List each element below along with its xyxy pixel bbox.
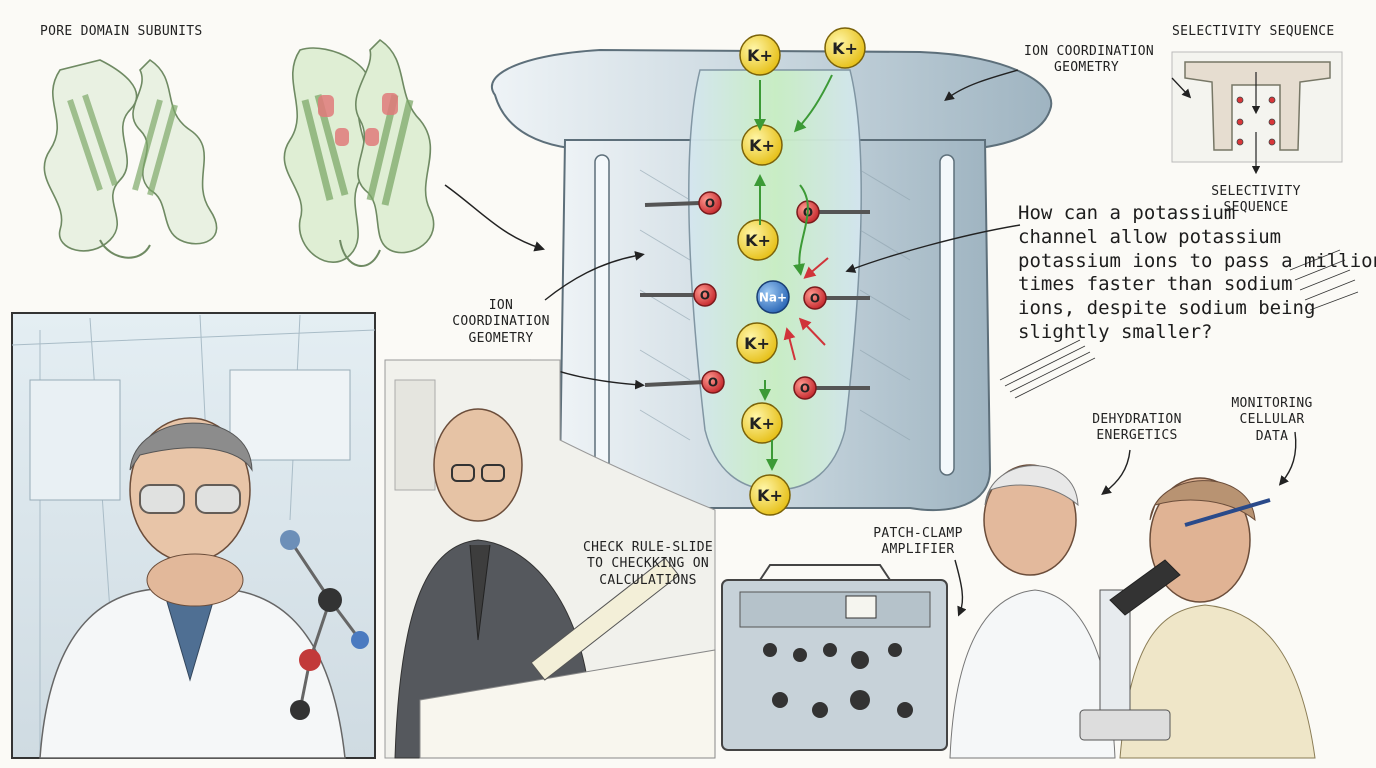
oxygen-atom: O [698, 191, 722, 215]
oxygen-atom: O [701, 370, 725, 394]
selectivity-sequence-label-bottom: SELECTIVITY SEQUENCE [1211, 184, 1301, 216]
oxygen-atom: O [803, 286, 827, 310]
pore-domain-label: PORE DOMAIN SUBUNITS [40, 24, 203, 39]
decorative-hatching [999, 249, 1359, 399]
question-line: channel allow potassium [1018, 225, 1282, 248]
potassium-ion: K+ [824, 27, 866, 69]
ion-coordination-label-left: ION COORDINATION GEOMETRY [452, 298, 550, 346]
potassium-ion: K+ [736, 322, 778, 364]
ion-flow-arrows [754, 74, 833, 471]
ion-label: K+ [744, 334, 770, 353]
ion-label: K+ [757, 486, 783, 505]
question-line: ions, despite sodium being [1018, 297, 1316, 319]
monitoring-label: MONITORING CELLULAR DATA [1231, 396, 1313, 444]
potassium-ion: K+ [741, 402, 783, 444]
selectivity-inset [1171, 51, 1343, 175]
ion-label: K+ [749, 136, 775, 155]
patch-clamp-scene [721, 464, 1316, 759]
dehydration-label: DEHYDRATION ENERGETICS [1092, 412, 1182, 444]
ion-label: O [700, 288, 710, 302]
pore-domain-structure-left [43, 58, 218, 259]
scientist-panel-left [11, 312, 376, 759]
ion-label: K+ [747, 46, 773, 65]
potassium-ion: K+ [749, 474, 791, 516]
question-line: times faster than sodium [1018, 273, 1293, 296]
research-question: How can a potassium channel allow potass… [1018, 202, 1376, 345]
ion-label: Na+ [759, 290, 787, 304]
potassium-channel [490, 48, 1053, 512]
ion-label: K+ [832, 39, 858, 58]
patch-clamp-label: PATCH-CLAMP AMPLIFIER [873, 526, 963, 558]
oxygen-atom: O [693, 283, 717, 307]
selectivity-sequence-label-top: SELECTIVITY SEQUENCE [1172, 24, 1335, 39]
ion-label: O [708, 375, 718, 389]
question-line: potassium ions to pass a million [1018, 249, 1376, 272]
sodium-ion: Na+ [756, 280, 790, 314]
potassium-ion: K+ [741, 124, 783, 166]
structure-to-channel-arrow [444, 184, 545, 252]
potassium-ion: K+ [737, 219, 779, 261]
coordination-oxygens [640, 201, 870, 390]
ion-coordination-label-top: ION COORDINATION GEOMETRY [1024, 44, 1155, 76]
ion-label: O [705, 196, 715, 210]
ion-label: K+ [749, 414, 775, 433]
pore-domain-structure-right [283, 38, 435, 267]
question-line: slightly smaller? [1018, 320, 1213, 343]
scientist-panel-center [384, 359, 716, 759]
oxygen-atom: O [793, 376, 817, 400]
ion-label: O [810, 291, 820, 305]
ion-label: K+ [745, 231, 771, 250]
rule-slide-label: CHECK RULE-SLIDE TO CHECKKING ON CALCULA… [582, 540, 714, 588]
potassium-ion: K+ [739, 34, 781, 76]
ion-label: O [800, 381, 810, 395]
selectivity-pointer [1171, 77, 1192, 99]
question-line: How can a potassium [1018, 202, 1236, 224]
